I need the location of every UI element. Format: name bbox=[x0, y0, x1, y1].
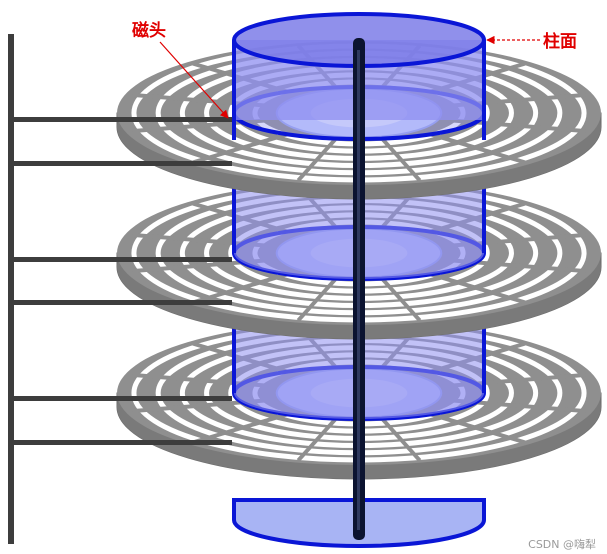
head-arm bbox=[8, 440, 232, 445]
cylinder-label: 柱面 bbox=[543, 31, 577, 52]
head-arm bbox=[8, 300, 232, 305]
head-arm bbox=[8, 257, 232, 262]
head-arm bbox=[8, 117, 232, 122]
cylinder-label-group: 柱面 bbox=[487, 31, 577, 52]
head-arm bbox=[8, 396, 232, 401]
watermark: CSDN @嗨犁 bbox=[528, 537, 596, 551]
head-arm bbox=[8, 161, 232, 166]
head-label: 磁头 bbox=[132, 20, 166, 41]
spindle bbox=[353, 38, 365, 540]
